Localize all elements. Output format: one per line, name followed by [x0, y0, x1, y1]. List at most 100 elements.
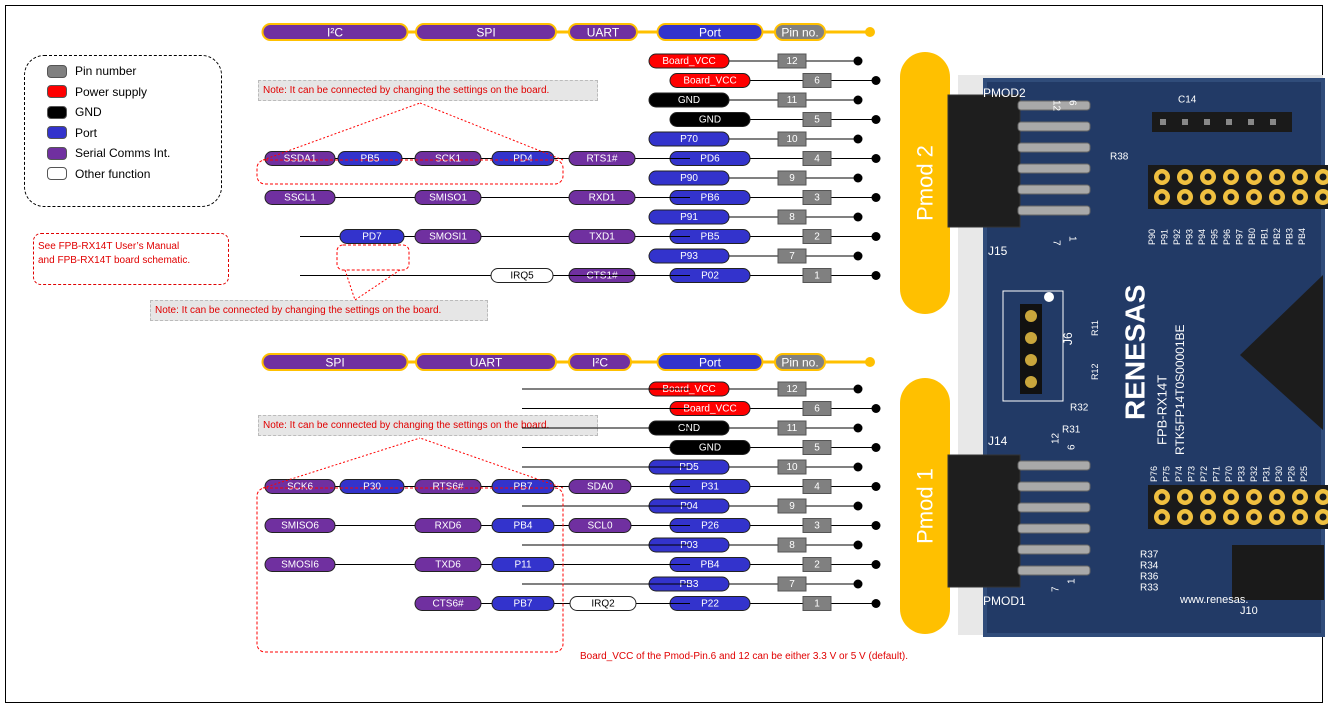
header-hole: [1250, 493, 1258, 501]
spi-port-pill: [491, 151, 555, 166]
pin-number: 2: [814, 232, 820, 243]
port: PB5: [701, 232, 720, 243]
header-hole: [1296, 493, 1304, 501]
board-r33: R33: [1140, 583, 1159, 594]
board-pin-label: P73: [1187, 466, 1197, 482]
pin-dot: [871, 154, 881, 163]
pin-number-box: [802, 190, 832, 205]
uart-function: TXD1: [589, 232, 615, 243]
j6-pad: [1025, 354, 1037, 366]
pin-number-box: [777, 537, 807, 553]
other-function-pill: [569, 596, 637, 611]
other-function-pill: [490, 268, 554, 283]
spi-function: SMISO1: [429, 193, 467, 204]
pin-dot: [853, 384, 863, 394]
uart-port: PB7: [514, 599, 533, 610]
board-pin-label: P97: [1235, 229, 1245, 245]
pin-dot: [853, 501, 863, 511]
pin-number-box: [777, 498, 807, 514]
footer-note: Board_VCC of the Pmod-Pin.6 and 12 can b…: [580, 651, 908, 662]
board-pmod2-label: PMOD2: [983, 86, 1026, 100]
port: PB4: [701, 560, 720, 571]
column-header: Pin no.: [781, 26, 818, 40]
connector-pin: [1017, 121, 1091, 132]
reference-note-line2: and FPB-RX14T board schematic.: [38, 255, 191, 266]
header-hole: [1227, 513, 1235, 521]
port: GND: [678, 95, 700, 106]
legend-swatch: [47, 146, 67, 160]
port: P93: [680, 251, 698, 262]
connector-line: [419, 437, 564, 489]
header-pill: [774, 23, 826, 41]
legend-swatch: [47, 85, 67, 98]
i2c-function: SDA0: [587, 482, 614, 493]
board-j14: J14: [988, 434, 1008, 448]
highlight-box: [256, 159, 564, 185]
board-pin-label: P94: [1197, 229, 1207, 245]
spi-function: SMOSI6: [281, 560, 319, 571]
header-hole: [1250, 173, 1258, 181]
pin-dot: [871, 76, 881, 85]
pmod2-top-note: Note: It can be connected by changing th…: [258, 80, 598, 101]
header-hole: [1273, 513, 1281, 521]
board-pin-label: P74: [1174, 466, 1184, 482]
uart-port: PB4: [514, 521, 533, 532]
header-hole: [1273, 493, 1281, 501]
port: P91: [680, 212, 698, 223]
j6-marker: [1044, 292, 1054, 302]
pin-dot: [871, 521, 881, 530]
uart-function-pill: [414, 596, 482, 611]
connector-pin: [1017, 481, 1091, 492]
board-part-number: RTK5FP14T0S00001BE: [1173, 324, 1187, 455]
pin-dot: [853, 579, 863, 589]
pin-number: 10: [786, 134, 798, 145]
pin-number: 11: [787, 95, 798, 106]
pin-number: 1: [814, 599, 820, 610]
pin-number-box: [802, 440, 832, 455]
pin-dot: [871, 482, 881, 491]
pin-number: 11: [787, 423, 798, 434]
i2c-port-pill: [339, 229, 405, 244]
uart-port: PB7: [514, 482, 533, 493]
highlight-box: [256, 487, 564, 653]
pin-number: 3: [814, 193, 820, 204]
i2c-function-pill: [568, 518, 632, 533]
spi-function-pill: [264, 557, 336, 572]
pin-number-box: [777, 459, 807, 475]
legend-item: Port: [47, 126, 97, 140]
i2c-function-pill: [264, 190, 336, 205]
column-header: UART: [470, 356, 503, 370]
pin-dot: [871, 443, 881, 452]
port: Board_VCC: [683, 76, 736, 87]
pin-number: 1: [814, 271, 820, 282]
header-pill: [261, 23, 409, 41]
j6-pad: [1025, 332, 1037, 344]
i2c-function: SSCL1: [284, 193, 316, 204]
board-pin-label: P25: [1299, 466, 1309, 482]
connector-pin: [1017, 142, 1091, 153]
board-pin-label: P70: [1224, 466, 1234, 482]
pin-dot: [871, 271, 881, 280]
pmod-capsule: [900, 378, 950, 634]
header-pill: [774, 353, 826, 371]
board-pin-label: PB0: [1247, 228, 1257, 245]
pin-number: 7: [789, 251, 795, 262]
connector-line: [344, 269, 356, 301]
connector-pin: [1017, 460, 1091, 471]
pin-number-box: [777, 170, 807, 186]
legend-item: Other function: [47, 167, 150, 181]
port: P90: [680, 173, 698, 184]
connector-line: [354, 269, 401, 301]
header-hole: [1296, 173, 1304, 181]
pin-number-box: [802, 401, 832, 416]
mcu-chip: [1240, 275, 1323, 430]
pin-number-box: [777, 209, 807, 225]
conn-num: 6: [1067, 100, 1078, 106]
port-pill: [648, 209, 730, 225]
pin-dot: [853, 540, 863, 550]
reference-note-line1: See FPB-RX14T User’s Manual: [38, 241, 180, 252]
connector-pin: [1017, 100, 1091, 111]
header-hole: [1204, 493, 1212, 501]
pmod-label: Pmod 2: [913, 145, 938, 221]
header-hole: [1181, 173, 1189, 181]
